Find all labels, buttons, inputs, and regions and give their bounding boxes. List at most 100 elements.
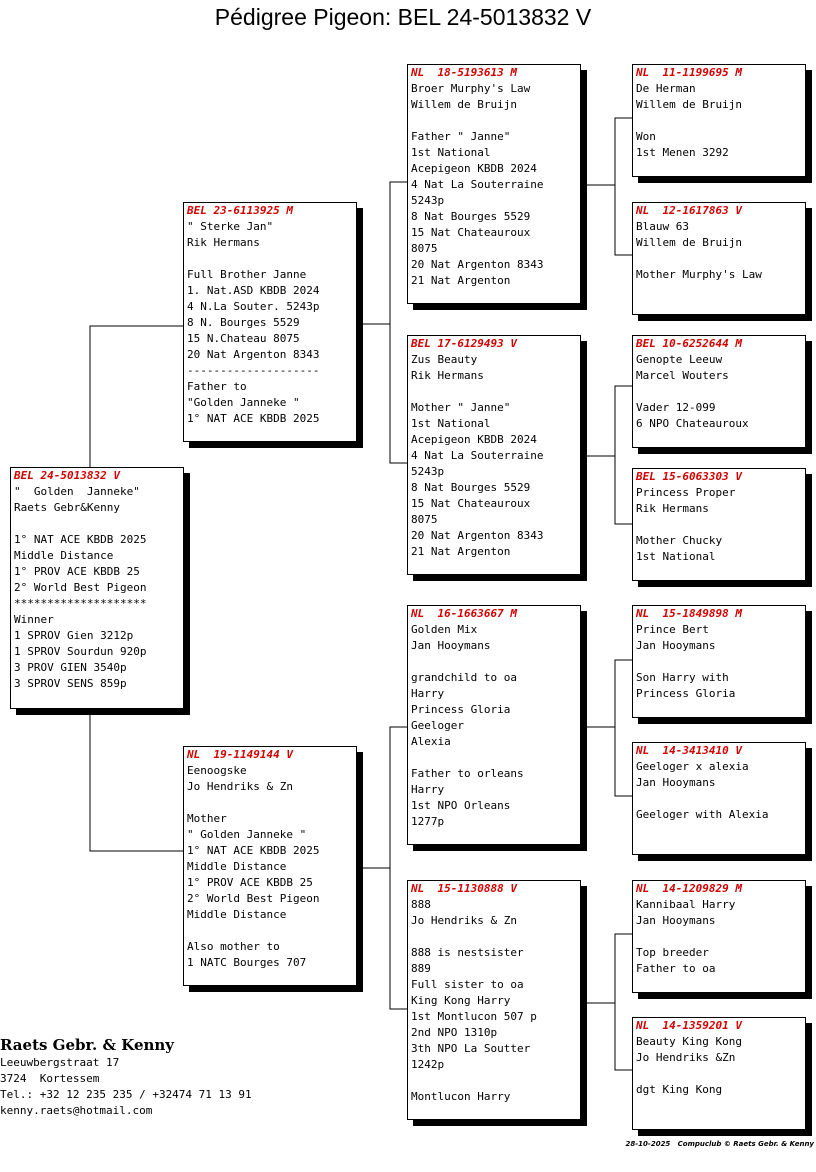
card-line: 1 SPROV Sourdun 920p (14, 645, 147, 658)
ring-number: NL 14-1209829 M (636, 882, 742, 895)
card-line: 2° World Best Pigeon (187, 892, 320, 905)
ring-number: NL 14-1359201 V (636, 1019, 742, 1032)
card-line: Harry (411, 687, 445, 700)
card-line: Raets Gebr&Kenny (14, 501, 120, 514)
ring-number: NL 12-1617863 V (636, 204, 742, 217)
card-line: 20 Nat Argenton 8343 (411, 258, 544, 271)
card-line: 1st National (411, 417, 491, 430)
card-line: 1st Menen 3292 (636, 146, 729, 159)
card-line: 21 Nat Argenton (411, 545, 511, 558)
footer-copyright: 28-10-2025 Compuclub © Raets Gebr. & Ken… (625, 1140, 814, 1148)
card-line: 8075 (411, 513, 438, 526)
card-line: 888 (411, 898, 431, 911)
card-line: 1st Montlucon 507 p (411, 1010, 537, 1023)
card-line: Mother " Janne" (411, 401, 511, 414)
card-line: Genopte Leeuw (636, 353, 723, 366)
card-line: 888 is nestsister (411, 946, 524, 959)
card-line (636, 1066, 805, 1082)
card-line (411, 654, 580, 670)
card-line: Mother Chucky (636, 534, 723, 547)
card-line: 1 NATC Bourges 707 (187, 956, 307, 969)
card-line: Willem de Bruijn (411, 98, 517, 111)
card-line: 1° NAT ACE KBDB 2025 (14, 533, 147, 546)
card-line: King Kong Harry (411, 994, 511, 1007)
card-line: " Golden Janneke " (187, 828, 307, 841)
card-line: Broer Murphy's Law (411, 82, 531, 95)
card-line: -------------------- (187, 364, 320, 377)
card-line: 8 Nat Bourges 5529 (411, 210, 531, 223)
card-line: Jo Hendriks & Zn (187, 780, 293, 793)
card-line: 20 Nat Argenton 8343 (411, 529, 544, 542)
card-line: Son Harry with (636, 671, 729, 684)
pigeon-card-sire: BEL 23-6113925 M " Sterke Jan" Rik Herma… (183, 202, 357, 442)
pigeon-card-dam-dam: NL 15-1130888 V 888 Jo Hendriks & Zn 888… (407, 880, 581, 1120)
card-line: Harry (411, 783, 445, 796)
pigeon-card-sire-sire-dam: NL 12-1617863 V Blauw 63 Willem de Bruij… (632, 202, 806, 315)
card-line: Full sister to oa (411, 978, 524, 991)
card-line: Top breeder (636, 946, 709, 959)
card-line: Father to (187, 380, 247, 393)
ring-number: BEL 15-6063303 V (636, 470, 742, 483)
card-line: ******************** (14, 597, 147, 610)
card-line: Jan Hooymans (636, 776, 716, 789)
card-line: Father to orleans (411, 767, 524, 780)
card-line: 20 Nat Argenton 8343 (187, 348, 320, 361)
owner-name: Raets Gebr. & Kenny (0, 1036, 175, 1054)
card-line: 4 Nat La Souterraine (411, 178, 544, 191)
card-line: 2° World Best Pigeon (14, 581, 147, 594)
card-line: Montlucon Harry (411, 1090, 511, 1103)
card-line: 4 Nat La Souterraine (411, 449, 544, 462)
card-line: Full Brother Janne (187, 268, 307, 281)
card-line: Also mother to (187, 940, 280, 953)
card-line (411, 1073, 580, 1089)
card-line: 2nd NPO 1310p (411, 1026, 498, 1039)
card-line (636, 113, 805, 129)
card-line: 8075 (411, 242, 438, 255)
card-line: 1st NPO Orleans (411, 799, 511, 812)
pigeon-card-sire-dam: BEL 17-6129493 V Zus Beauty Rik Hermans … (407, 335, 581, 575)
card-line (187, 795, 356, 811)
card-line: Vader 12-099 (636, 401, 716, 414)
ring-number: NL 16-1663667 M (411, 607, 517, 620)
card-line: Beauty King Kong (636, 1035, 742, 1048)
card-line: " Golden Janneke" (14, 485, 140, 498)
card-line: 5243p (411, 194, 445, 207)
card-line: Golden Mix (411, 623, 478, 636)
card-line: Marcel Wouters (636, 369, 729, 382)
card-line: Princess Gloria (636, 687, 736, 700)
ring-number: NL 14-3413410 V (636, 744, 742, 757)
card-line: 8 N. Bourges 5529 (187, 316, 300, 329)
card-line: Winner (14, 613, 54, 626)
card-line: 1st National (636, 550, 716, 563)
card-line: grandchild to oa (411, 671, 517, 684)
owner-info: Raets Gebr. & Kenny Leeuwbergstraat 17 3… (0, 1035, 252, 1119)
card-line: 1° PROV ACE KBDB 25 (187, 876, 313, 889)
ring-number: NL 18-5193613 M (411, 66, 517, 79)
card-line (636, 929, 805, 945)
card-line: 1 SPROV Gien 3212p (14, 629, 134, 642)
card-line (636, 251, 805, 267)
card-line: Middle Distance (187, 908, 287, 921)
card-line: Acepigeon KBDB 2024 (411, 162, 537, 175)
pigeon-card-dam-dam-dam: NL 14-1359201 V Beauty King Kong Jo Hend… (632, 1017, 806, 1130)
card-line (411, 750, 580, 766)
card-line: Princess Gloria (411, 703, 511, 716)
owner-city: 3724 Kortessem (0, 1072, 100, 1085)
card-line (187, 251, 356, 267)
card-line: 15 N.Chateau 8075 (187, 332, 300, 345)
card-line (636, 791, 805, 807)
card-line: 3th NPO La Soutter (411, 1042, 531, 1055)
owner-street: Leeuwbergstraat 17 (0, 1056, 120, 1069)
ring-number: NL 19-1149144 V (187, 748, 293, 761)
pigeon-card-dam-sire-sire: NL 15-1849898 M Prince Bert Jan Hooymans… (632, 605, 806, 718)
card-line: Princess Proper (636, 486, 736, 499)
card-line (636, 517, 805, 533)
pigeon-card-sire-dam-sire: BEL 10-6252644 M Genopte Leeuw Marcel Wo… (632, 335, 806, 448)
ring-number: NL 11-1199695 M (636, 66, 742, 79)
card-line: 6 NPO Chateauroux (636, 417, 749, 430)
pigeon-card-dam-sire: NL 16-1663667 M Golden Mix Jan Hooymans … (407, 605, 581, 845)
card-line: Father to oa (636, 962, 716, 975)
card-line: 5243p (411, 465, 445, 478)
pigeon-card-dam-sire-dam: NL 14-3413410 V Geeloger x alexia Jan Ho… (632, 742, 806, 855)
